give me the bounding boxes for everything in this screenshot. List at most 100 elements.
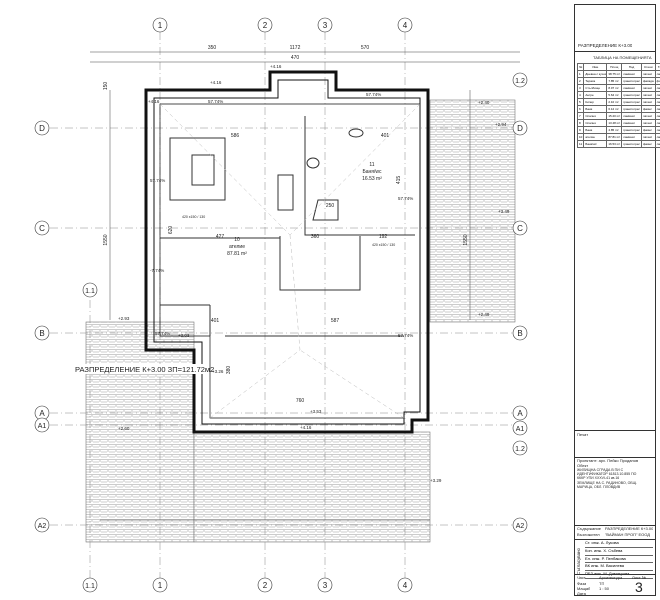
slope-marks: 57.74% 57.74% 57.74% 57.74% 57.74% 57.74… xyxy=(150,92,413,338)
level: +2.40 xyxy=(478,100,490,105)
part-label: Част xyxy=(577,575,586,580)
title-block: РАЗПРЕДЕЛЕНИЕ К+3.00 ТАБЛИЦА НА ПОМЕЩЕНИ… xyxy=(574,4,660,596)
table-cell: 8.07 m² xyxy=(606,84,623,92)
table-cell: Стени xyxy=(640,63,656,71)
axis-bottom-3: 3 xyxy=(323,581,328,590)
axis-bottom-1-1: 1.1 xyxy=(85,583,95,590)
room-11-name: Баня/wc xyxy=(362,169,382,175)
table-cell: гранитогрес xyxy=(621,98,642,106)
table-cell: гранитогрес xyxy=(621,91,642,99)
table-cell: Площ xyxy=(606,63,623,71)
table-cell: 15.20 m² xyxy=(606,112,623,120)
axis-right-1-2b: 1.2 xyxy=(515,446,525,453)
window-tag: 420 x150 / 130 xyxy=(372,243,395,247)
room-10-number: 10 xyxy=(234,237,240,243)
axis-top-2: 2 xyxy=(263,21,268,30)
table-cell: латекс xyxy=(654,133,660,141)
axis-left-a2: A2 xyxy=(38,523,47,530)
table-cell: латекс xyxy=(654,126,660,134)
table-cell: Спалня xyxy=(583,119,608,127)
axis-bottom-1: 1 xyxy=(158,581,163,590)
date-label: Дата xyxy=(577,591,586,596)
object-text: ЖИЛИЩНА СГРАДА В ПИ С ИДЕНТИФИКАТОР 6181… xyxy=(577,468,637,489)
table-cell: 6.12 m² xyxy=(606,105,623,113)
slope: 57.74% xyxy=(398,196,413,201)
table-cell: ламинат xyxy=(621,119,642,127)
designer: Проектант: арх. Пейко Проданов xyxy=(577,458,639,463)
table-cell: ламинат xyxy=(621,133,642,141)
dim-401: 401 xyxy=(381,133,390,139)
table-cell: латекс xyxy=(640,91,656,99)
signature-row: Ел. инж. Р. Пелбакова xyxy=(585,556,653,564)
axis-left-a: A xyxy=(39,409,45,418)
level: +2.60 xyxy=(118,426,130,431)
axis-left-b: B xyxy=(39,329,44,338)
level: +2.93 xyxy=(118,316,130,321)
table-cell: латекс xyxy=(640,84,656,92)
table-cell: латекс xyxy=(640,119,656,127)
table-cell: Баня/wc xyxy=(583,140,608,148)
table-cell: латекс xyxy=(654,70,660,78)
stamp-label: Печат xyxy=(577,432,589,437)
table-cell: 38.75 m² xyxy=(606,70,623,78)
table-cell: ламинат xyxy=(621,84,642,92)
level: +3.26 xyxy=(212,369,224,374)
room-11-area: 16.53 m² xyxy=(362,176,382,182)
dim-360: 360 xyxy=(311,234,320,240)
dim-250: 250 xyxy=(326,203,335,209)
dim-587: 587 xyxy=(331,318,340,324)
table-cell: латекс xyxy=(654,98,660,106)
level: +2.94 xyxy=(495,122,507,127)
level: +3.03 xyxy=(178,333,190,338)
table-cell: Баня xyxy=(583,105,608,113)
slope: 57.74% xyxy=(155,331,170,336)
table-cell: латекс xyxy=(640,70,656,78)
dim-586: 586 xyxy=(231,133,240,139)
sheet-number: 3 xyxy=(635,579,643,595)
investor-value: "ВАЙМАН ПРОП" ЕООД xyxy=(605,532,650,537)
roof-hatch-bottom xyxy=(85,321,195,543)
part-value: Архитектура xyxy=(599,575,623,580)
roof-ridges xyxy=(159,103,421,419)
dim-top-1172: 1172 xyxy=(290,45,301,51)
dim-192: 192 xyxy=(379,234,388,240)
signature-row: ПБЗ инж. М. Димитрова xyxy=(585,571,653,579)
axis-bottom-4: 4 xyxy=(403,581,408,590)
dim-401b: 401 xyxy=(211,318,220,324)
building-outline xyxy=(144,70,430,434)
table-cell: фасада xyxy=(640,77,656,85)
table-cell: 13.48 m² xyxy=(606,119,623,127)
table-cell: латекс xyxy=(654,140,660,148)
slope: 57.74% xyxy=(208,99,223,104)
phase-label: Фаза xyxy=(577,581,587,586)
axis-top-4: 4 xyxy=(403,21,408,30)
table-cell: 7.85 m² xyxy=(606,77,623,85)
dim-top-350: 350 xyxy=(208,45,217,51)
level: +4.16 xyxy=(300,425,312,430)
table-cell: Име xyxy=(583,63,608,71)
axis-bubbles-left xyxy=(34,120,98,533)
table-cell: Таван xyxy=(654,63,660,71)
dim-1550-left: 1550 xyxy=(103,234,109,245)
table-cell: Тераса xyxy=(583,77,608,85)
slope: 57.74% xyxy=(150,178,165,183)
table-cell: латекс xyxy=(654,91,660,99)
level: +4.16 xyxy=(148,99,160,104)
table-cell: Стълбище xyxy=(583,84,608,92)
axis-right-a: A xyxy=(517,409,523,418)
dim-427: 427 xyxy=(216,234,225,240)
table-cell: Килер xyxy=(583,98,608,106)
signatures-label: Съгласувано xyxy=(576,547,581,575)
table-cell: фасада xyxy=(654,77,660,85)
object-label: Обект xyxy=(577,463,589,468)
slope: 57.74% xyxy=(366,92,381,97)
table-cell: фаянс xyxy=(640,140,656,148)
axis-left-d: D xyxy=(39,124,45,133)
